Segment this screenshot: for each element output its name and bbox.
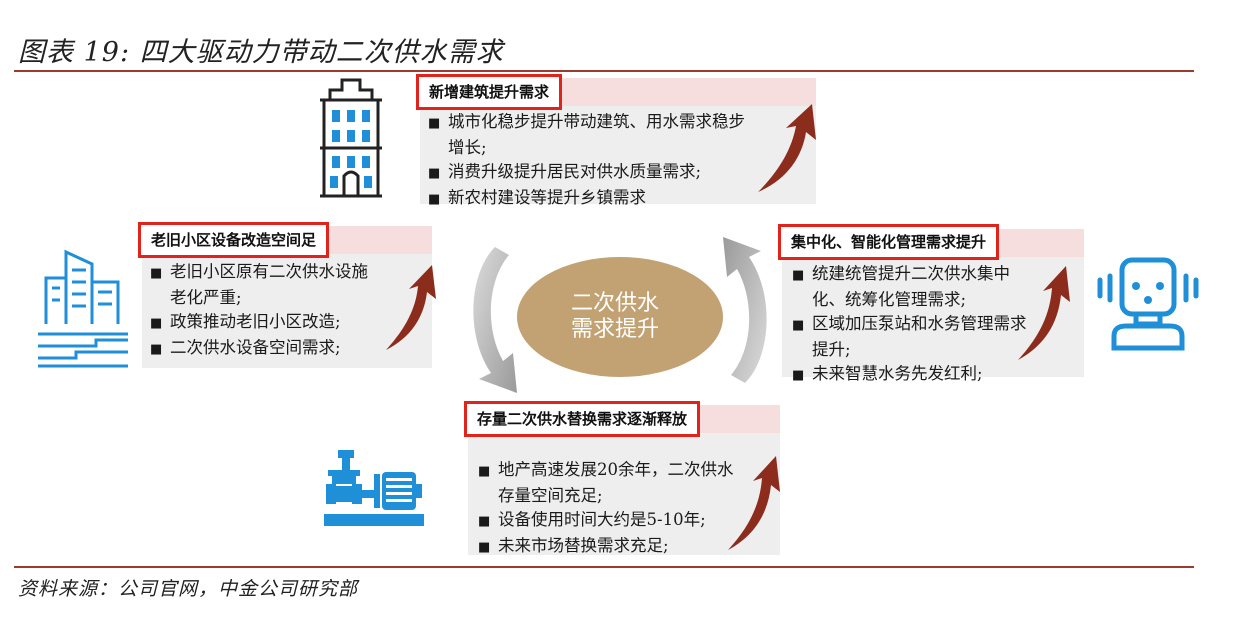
panel-top-list: 城市化稳步提升带动建筑、用水需求稳步增长; 消费升级提升居民对供水质量需求; 新… <box>428 110 758 212</box>
growth-arrow-left <box>386 265 436 350</box>
center-ellipse <box>517 257 723 377</box>
building-icon <box>320 78 382 198</box>
panel-bottom-header: 存量二次供水替换需求逐渐释放 <box>464 401 701 437</box>
center-label: 二次供水 需求提升 <box>570 291 659 342</box>
panel-top-header: 新增建筑提升需求 <box>416 74 563 110</box>
list-item: 二次供水设备空间需求; <box>150 336 382 362</box>
list-item: 统建统管提升二次供水集中化、统筹化管理需求; <box>792 262 1032 312</box>
panel-left-header: 老旧小区设备改造空间足 <box>138 222 330 258</box>
source-note: 资料来源：公司官网，中金公司研究部 <box>18 578 359 600</box>
growth-arrow-top <box>758 104 816 192</box>
center-cycle <box>473 237 767 393</box>
city-water-pipe-icon <box>38 249 128 368</box>
footer-divider <box>14 566 1194 568</box>
list-item: 消费升级提升居民对供水质量需求; <box>428 160 758 186</box>
water-pump-icon <box>324 450 424 526</box>
cycle-arrow-right <box>723 237 767 383</box>
panel-bottom-list: 地产高速发展20余年，二次供水存量空间充足; 设备使用时间大约是5-10年; 未… <box>478 458 748 560</box>
list-item: 地产高速发展20余年，二次供水存量空间充足; <box>478 458 748 508</box>
panel-right-list: 统建统管提升二次供水集中化、统筹化管理需求; 区域加压泵站和水务管理需求提升; … <box>792 262 1032 388</box>
growth-arrow-bottom <box>728 456 780 550</box>
list-item: 老旧小区原有二次供水设施老化严重; <box>150 260 382 310</box>
figure-title: 图表 19: 四大驱动力带动二次供水需求 <box>18 37 504 68</box>
list-item: 政策推动老旧小区改造; <box>150 310 382 336</box>
list-item: 区域加压泵站和水务管理需求提升; <box>792 312 1032 362</box>
robot-icon <box>1097 257 1199 351</box>
growth-arrow-right <box>1018 266 1070 360</box>
cycle-arrow-left <box>473 247 517 393</box>
panel-left-list: 老旧小区原有二次供水设施老化严重; 政策推动老旧小区改造; 二次供水设备空间需求… <box>150 260 382 362</box>
title-divider <box>14 70 1194 72</box>
list-item: 设备使用时间大约是5-10年; <box>478 508 748 534</box>
list-item: 未来智慧水务先发红利; <box>792 362 1032 388</box>
list-item: 未来市场替换需求充足; <box>478 534 748 560</box>
list-item: 城市化稳步提升带动建筑、用水需求稳步增长; <box>428 110 758 160</box>
panel-right-header: 集中化、智能化管理需求提升 <box>778 224 1000 260</box>
list-item: 新农村建设等提升乡镇需求 <box>428 186 758 212</box>
